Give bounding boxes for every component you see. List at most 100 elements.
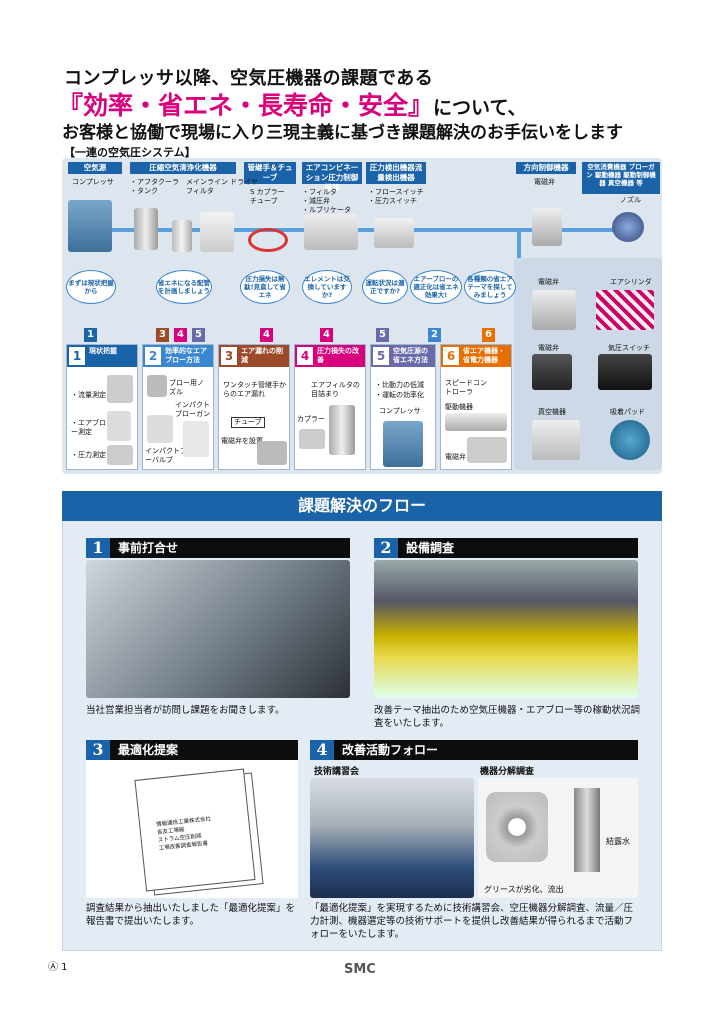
pressure-switch-image [598, 354, 652, 390]
grease-label: グリースが劣化、流出 [484, 885, 564, 894]
nozzle-small-image [147, 375, 167, 397]
step-4-desc: 「最適化提案」を実現するために技術講習会、空圧機器分解調査、流量／圧力計測、機器… [310, 903, 634, 940]
headline-tail: について、 [433, 97, 527, 119]
label-sensor: ・フロースイッチ ・圧力スイッチ [368, 188, 424, 205]
tag-clean-air: 圧縮空気清浄化機器 [130, 162, 236, 174]
panel-1-item3: ・圧力測定 [71, 451, 106, 459]
num-2: 2 [428, 328, 441, 342]
step-1-number: 1 [86, 538, 110, 558]
panel-4-title: 圧力損失の改善 [317, 347, 359, 364]
num-3: 3 [156, 328, 169, 342]
step-1-desc: 当社営業担当者が訪問し課題をお聞きします。 [86, 705, 285, 716]
tag-direction: 方向制御機器 [516, 162, 576, 174]
label-pressure-switch: 気圧スイッチ [608, 344, 650, 352]
label-clean: ・アフタクーラ メインライン ドライヤ ・タンク フィルタ [130, 178, 259, 195]
num-6: 6 [482, 328, 495, 342]
seminar-label: 技術講習会 [314, 767, 360, 777]
meeting-photo [86, 560, 350, 698]
panel-6-title: 省エア機器・省電力機器 [463, 347, 505, 364]
panel-6-number: 6 [443, 347, 459, 365]
pipe-main [102, 228, 622, 232]
tag-fittings: 管継手＆チューブ [244, 162, 296, 184]
page-number: Ⓐ 1 [48, 962, 68, 973]
label-cylinder: エアシリンダ [610, 278, 652, 286]
headline-highlight: 『効率・省エネ・長寿命・安全』 [58, 91, 434, 120]
panel-4-number: 4 [297, 347, 313, 365]
smc-logo: SMC [344, 962, 376, 977]
valve-image [532, 208, 562, 246]
bottle-line-photo [374, 560, 638, 698]
headline-line1: コンプレッサ以降、空気圧機器の課題である [64, 68, 434, 89]
panel-2-item2: インパクトブローガン [175, 401, 210, 418]
system-title: 【一連の空気圧システム】 [64, 146, 196, 159]
panel-5-number: 5 [373, 347, 389, 365]
bubble-4: エレメントは交換していますか? [302, 270, 352, 304]
sensor-image [374, 218, 414, 248]
panel-2-number: 2 [145, 347, 161, 365]
blowgun-image [183, 421, 209, 457]
num-5b: 5 [376, 328, 389, 342]
panel-1-item2: ・エアブロー測定 [71, 419, 106, 436]
step-3-desc: 調査結果から抽出いたしました「最適化提案」を報告書で提出いたします。 [86, 903, 296, 927]
flow-title: 課題解決のフロー [62, 491, 662, 521]
label-compressor: コンプレッサ [72, 178, 114, 186]
tag-consumers: 空気消費機器 ブローガン 駆動機器 駆動制御機器 真空機器 等 [582, 162, 660, 194]
panel-6-item2: 駆動機器 [445, 403, 473, 411]
combination-image [304, 214, 358, 250]
panel-2-item1: ブロー用ノズル [169, 379, 204, 396]
panel-3-item1: ワンタッチ管継手からのエア漏れ [223, 381, 286, 398]
cylinder-image [596, 290, 654, 330]
bubble-1: まずは現状把握から [66, 270, 116, 304]
label-pad: 吸着パッド [610, 408, 645, 416]
blow-valve-image [147, 415, 173, 443]
panel-6-item1: スピードコントローラ [445, 379, 487, 396]
step-2-desc: 改善テーマ抽出のため空気圧機器・エアブロー等の稼動状況調査をいたします。 [374, 705, 641, 729]
label-valve: 電磁弁 [534, 178, 555, 186]
step-2-title: 設備調査 [406, 541, 455, 555]
dryer-image [200, 212, 234, 252]
disassembly-label: 機器分解調査 [480, 767, 535, 777]
panel-6-item3: 電磁弁 [445, 453, 466, 461]
nozzle-image [612, 212, 644, 242]
pad-image [610, 420, 650, 460]
num-4b: 4 [260, 328, 273, 342]
blow-meter-image [107, 411, 131, 441]
panel-2-item3: インパクトブローバルブ [145, 447, 194, 464]
report-area: 情報通信工業株式会社 吉友工場殿 ストラム空圧削減 工場改善調査報告書 [86, 760, 298, 898]
panel-5-item3: コンプレッサ [379, 407, 421, 415]
step-4-title: 改善活動フォロー [342, 743, 439, 757]
disassembly-photo [478, 778, 638, 898]
bubble-6: エアーブローの適正化は省エネ効果大! [410, 270, 462, 304]
actuator-image [445, 413, 507, 431]
tube-image [248, 228, 288, 252]
compressor-small-image [383, 421, 423, 467]
label-vacuum: 真空機器 [538, 408, 566, 416]
label-nozzle: ノズル [620, 196, 641, 204]
panel-4-item1: エアフィルタの目詰まり [311, 381, 360, 398]
num-4a: 4 [174, 328, 187, 342]
seminar-photo [310, 778, 474, 898]
flowmeter-image [107, 375, 133, 403]
valve3-image [532, 354, 572, 390]
bubble-7: 各種類の省エアテーマを探してみましょう [464, 270, 516, 304]
valve-body-image [486, 792, 548, 862]
panel-1-number: 1 [69, 347, 85, 365]
num-5a: 5 [192, 328, 205, 342]
step-3-number: 3 [86, 740, 110, 760]
tag-combination: エアコンビネーション圧力制御機器 [302, 162, 362, 192]
filter-image [172, 220, 192, 252]
panel-3-title: エア漏れの削減 [241, 347, 283, 364]
tank-image [134, 208, 158, 250]
label-combo: ・フィルタ ・減圧弁 ・ルブリケータ [302, 188, 351, 214]
coupler-image [299, 429, 325, 449]
panel-3-item2: チューブ [231, 417, 265, 428]
panel-5-title: 空気圧源の省エネ方法 [393, 347, 428, 364]
label-valve3: 電磁弁 [538, 344, 559, 352]
air-filter-image [329, 405, 355, 455]
